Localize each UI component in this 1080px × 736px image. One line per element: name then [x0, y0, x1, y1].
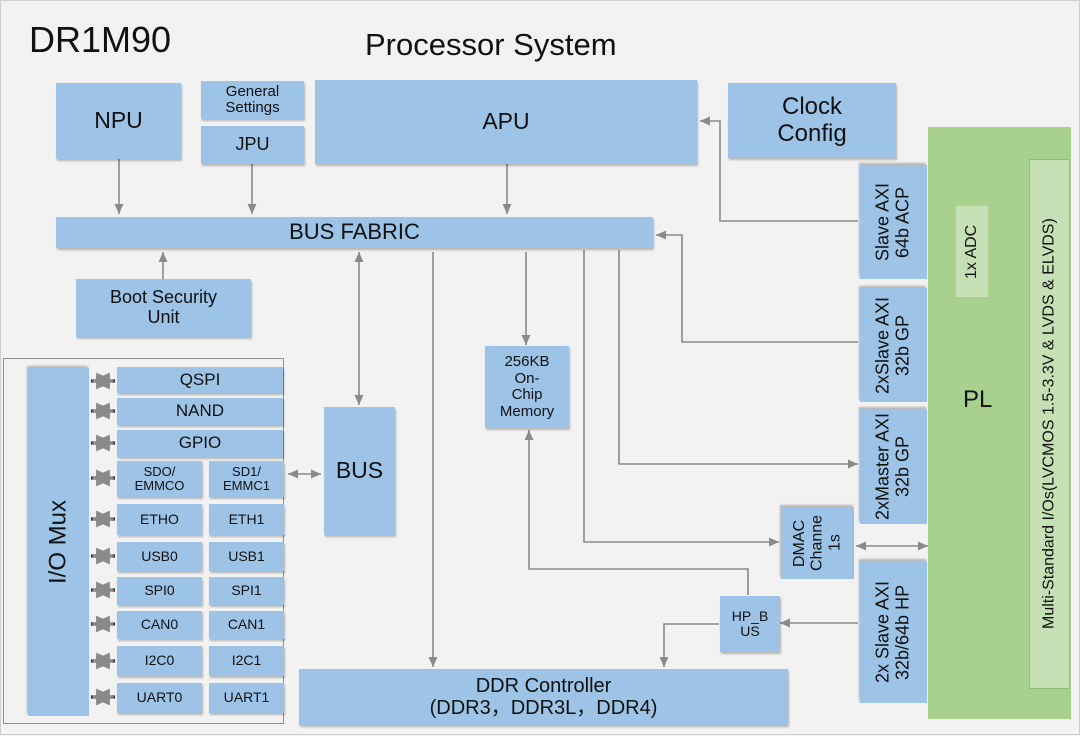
can0-block: CAN0 [117, 611, 202, 639]
can1-block: CAN1 [209, 611, 284, 639]
fabric-to-dmac [583, 250, 779, 547]
bus-block: BUS [324, 407, 395, 535]
eth0-block: ETHO [117, 504, 202, 535]
usb1-block: USB1 [209, 542, 284, 571]
slave-axi-acp-block: Slave AXI 64b ACP [860, 165, 927, 279]
npu-block: NPU [56, 83, 181, 159]
general-settings-block: General Settings [201, 81, 304, 119]
i2c0-block: I2C0 [117, 646, 202, 676]
fabric-to-master-gp [618, 250, 858, 469]
jpu-block: JPU [201, 126, 304, 164]
spi1-block: SPI1 [209, 577, 284, 605]
pl-label: PL [963, 386, 993, 413]
slave-axi-hp-block: 2x Slave AXI 32b/64b HP [860, 561, 927, 703]
io-mux-block: I/O Mux [28, 368, 89, 716]
master-axi-gp-block: 2xMaster AXI 32b GP [860, 409, 927, 524]
io-mux-arrows [91, 372, 115, 706]
io-section-frame [3, 358, 284, 724]
clock-config-block: Clock Config [728, 83, 896, 158]
sd1-emmc1-block: SD1/ EMMC1 [209, 461, 284, 497]
usb0-block: USB0 [117, 542, 202, 571]
chip-title: DR1M90 [29, 19, 172, 60]
bus-fabric-block: BUS FABRIC [56, 217, 653, 248]
acp-to-apu [700, 116, 858, 222]
processor-system-title: Processor System [365, 27, 617, 62]
uart0-block: UART0 [117, 683, 202, 713]
slave-gp-to-fabric [656, 230, 858, 343]
qspi-block: QSPI [117, 367, 283, 393]
eth1-block: ETH1 [209, 504, 284, 535]
uart1-block: UART1 [209, 683, 284, 713]
slave-axi-gp-block: 2xSlave AXI 32b GP [860, 288, 927, 402]
sd0-emmc0-block: SDO/ EMMCO [117, 461, 202, 497]
ddr-controller-block: DDR Controller (DDR3，DDR3L，DDR4) [299, 669, 788, 725]
onchip-memory-block: 256KB On- Chip Memory [485, 346, 569, 428]
spi0-block: SPI0 [117, 577, 202, 605]
hpbus-to-ddr [659, 623, 719, 667]
hp-bus-block: HP_B US [720, 596, 780, 652]
boot-security-unit-block: Boot Security Unit [76, 279, 251, 337]
dmac-channels-block: DMAC Channe 1s [781, 507, 854, 579]
i2c1-block: I2C1 [209, 646, 284, 676]
apu-block: APU [315, 80, 697, 164]
gpio-block: GPIO [117, 430, 283, 457]
nand-block: NAND [117, 398, 283, 425]
hpbus-to-ocm [524, 430, 749, 595]
